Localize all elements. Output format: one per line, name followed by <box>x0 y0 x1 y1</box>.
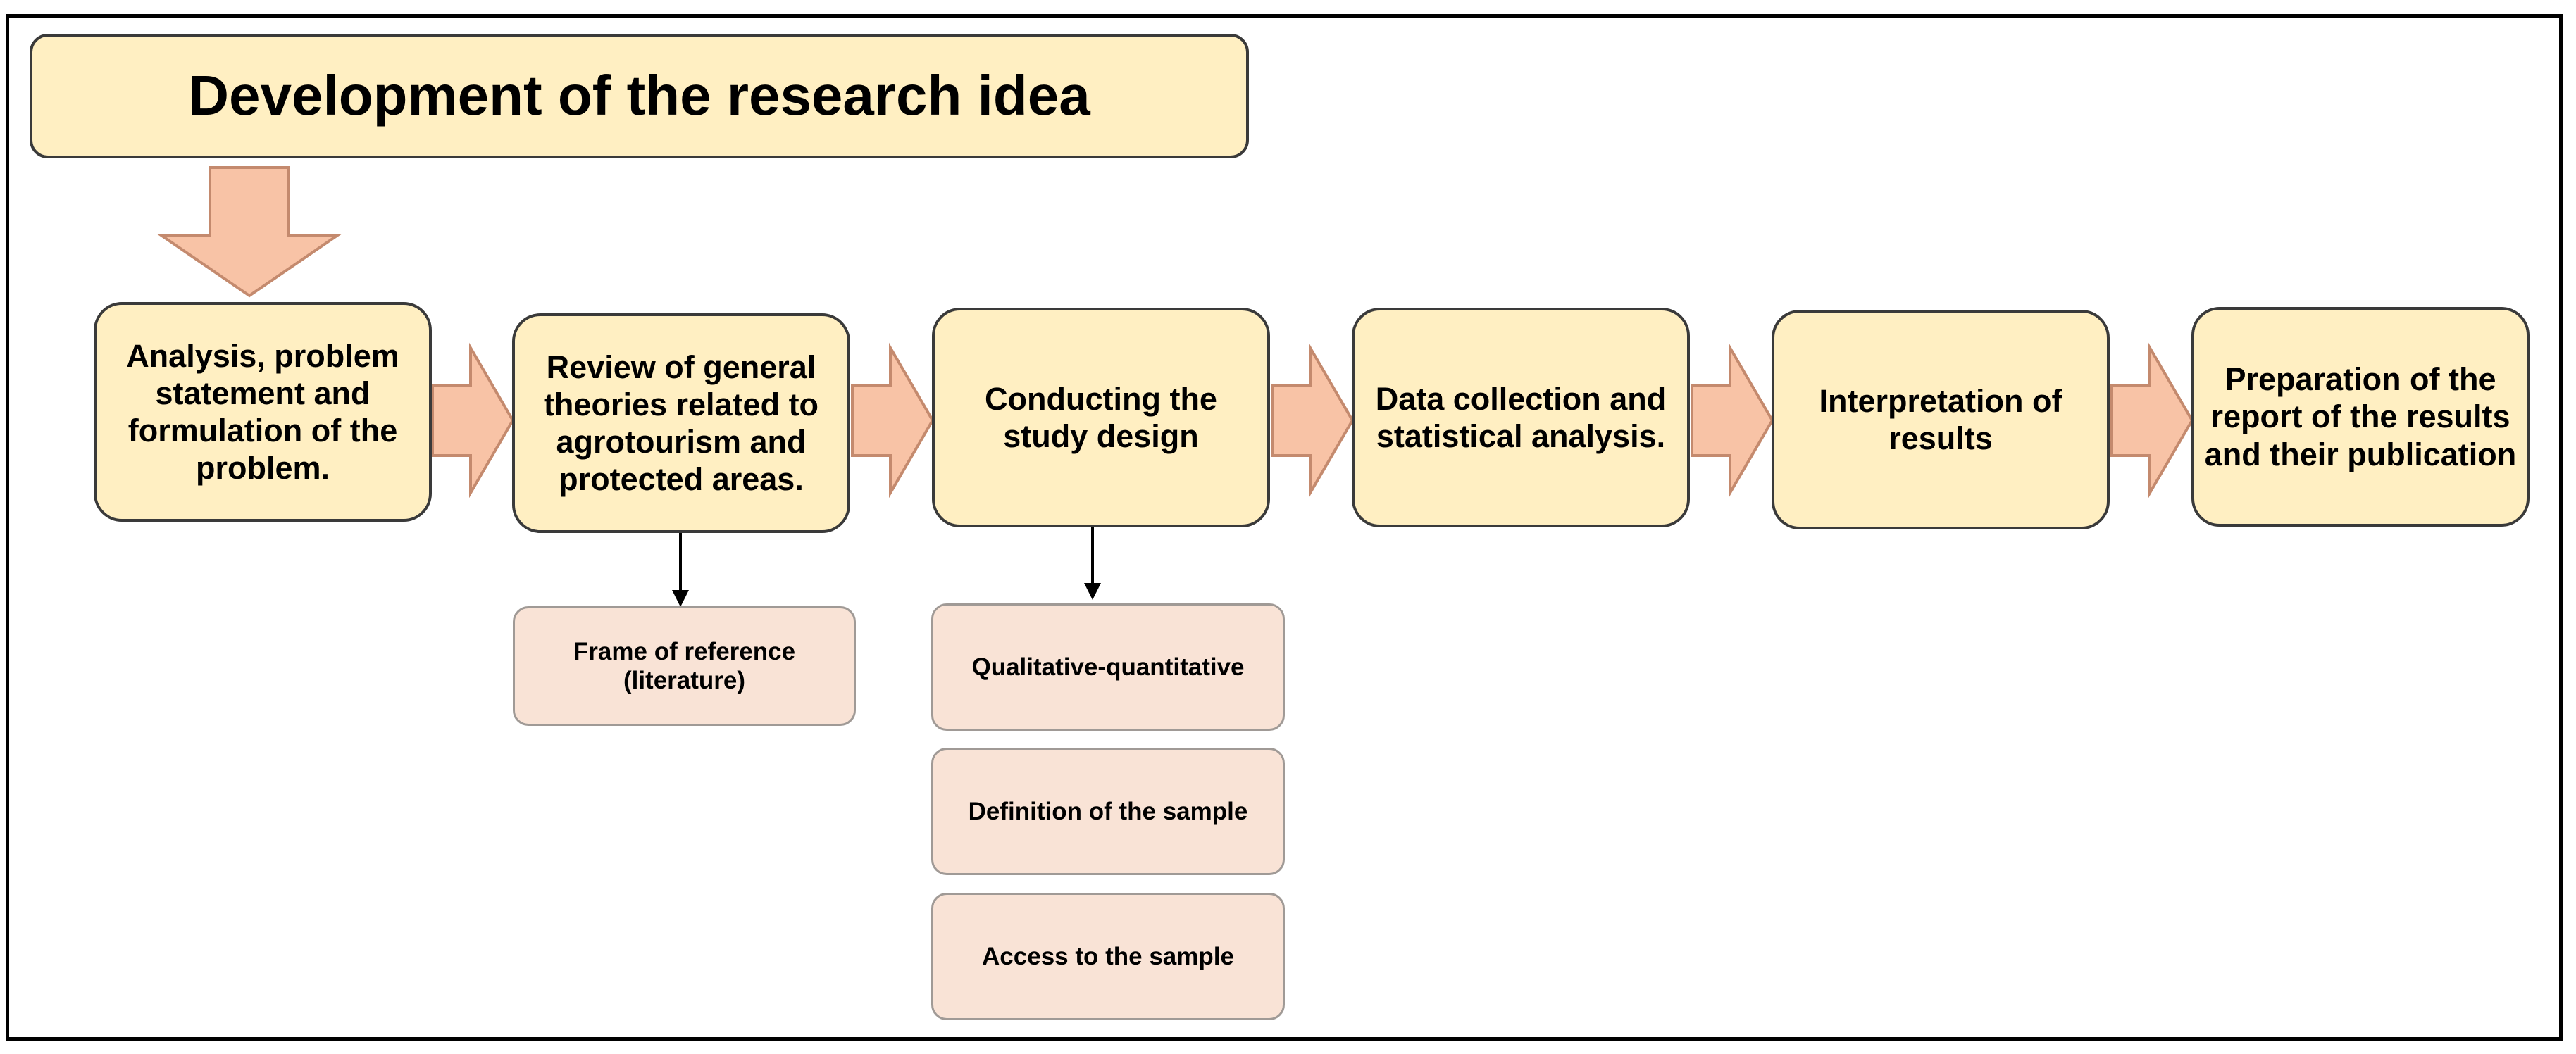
right-arrow-4 <box>1691 342 1774 498</box>
step-review-label: Review of general theories related to ag… <box>543 349 819 498</box>
step-analysis-label: Analysis, problem statement and formulat… <box>126 337 399 487</box>
detail-access-to-sample-label: Access to the sample <box>982 942 1234 970</box>
title-text: Development of the research idea <box>188 64 1090 127</box>
right-arrow-2 <box>851 342 935 498</box>
detail-access-to-sample: Access to the sample <box>931 893 1285 1020</box>
down-arrow-big <box>157 166 342 298</box>
right-arrow-5 <box>2110 342 2194 498</box>
step-interpretation-label: Interpretation of results <box>1819 382 2062 456</box>
step-data-collection: Data collection and statistical analysis… <box>1352 308 1690 527</box>
detail-definition-of-sample-label: Definition of the sample <box>968 797 1248 825</box>
detail-qualitative-quantitative-label: Qualitative-quantitative <box>971 653 1245 681</box>
right-arrow-1 <box>431 342 515 498</box>
detail-frame-of-reference-label: Frame of reference (literature) <box>573 637 796 694</box>
detail-qualitative-quantitative: Qualitative-quantitative <box>931 603 1285 731</box>
title-box: Development of the research idea <box>30 34 1249 158</box>
connector-arrowhead-design <box>1084 583 1101 600</box>
step-study-design: Conducting the study design <box>932 308 1270 527</box>
step-review: Review of general theories related to ag… <box>512 313 850 533</box>
right-arrow-3 <box>1271 342 1355 498</box>
detail-definition-of-sample: Definition of the sample <box>931 748 1285 875</box>
connector-arrowhead-review <box>672 590 689 607</box>
detail-frame-of-reference: Frame of reference (literature) <box>513 606 856 726</box>
step-publication: Preparation of the report of the results… <box>2191 307 2530 527</box>
step-interpretation: Interpretation of results <box>1772 310 2110 529</box>
diagram-frame <box>6 14 2563 1041</box>
step-data-collection-label: Data collection and statistical analysis… <box>1375 380 1667 454</box>
step-publication-label: Preparation of the report of the results… <box>2204 361 2517 472</box>
step-analysis: Analysis, problem statement and formulat… <box>94 302 432 522</box>
step-study-design-label: Conducting the study design <box>985 380 1217 454</box>
